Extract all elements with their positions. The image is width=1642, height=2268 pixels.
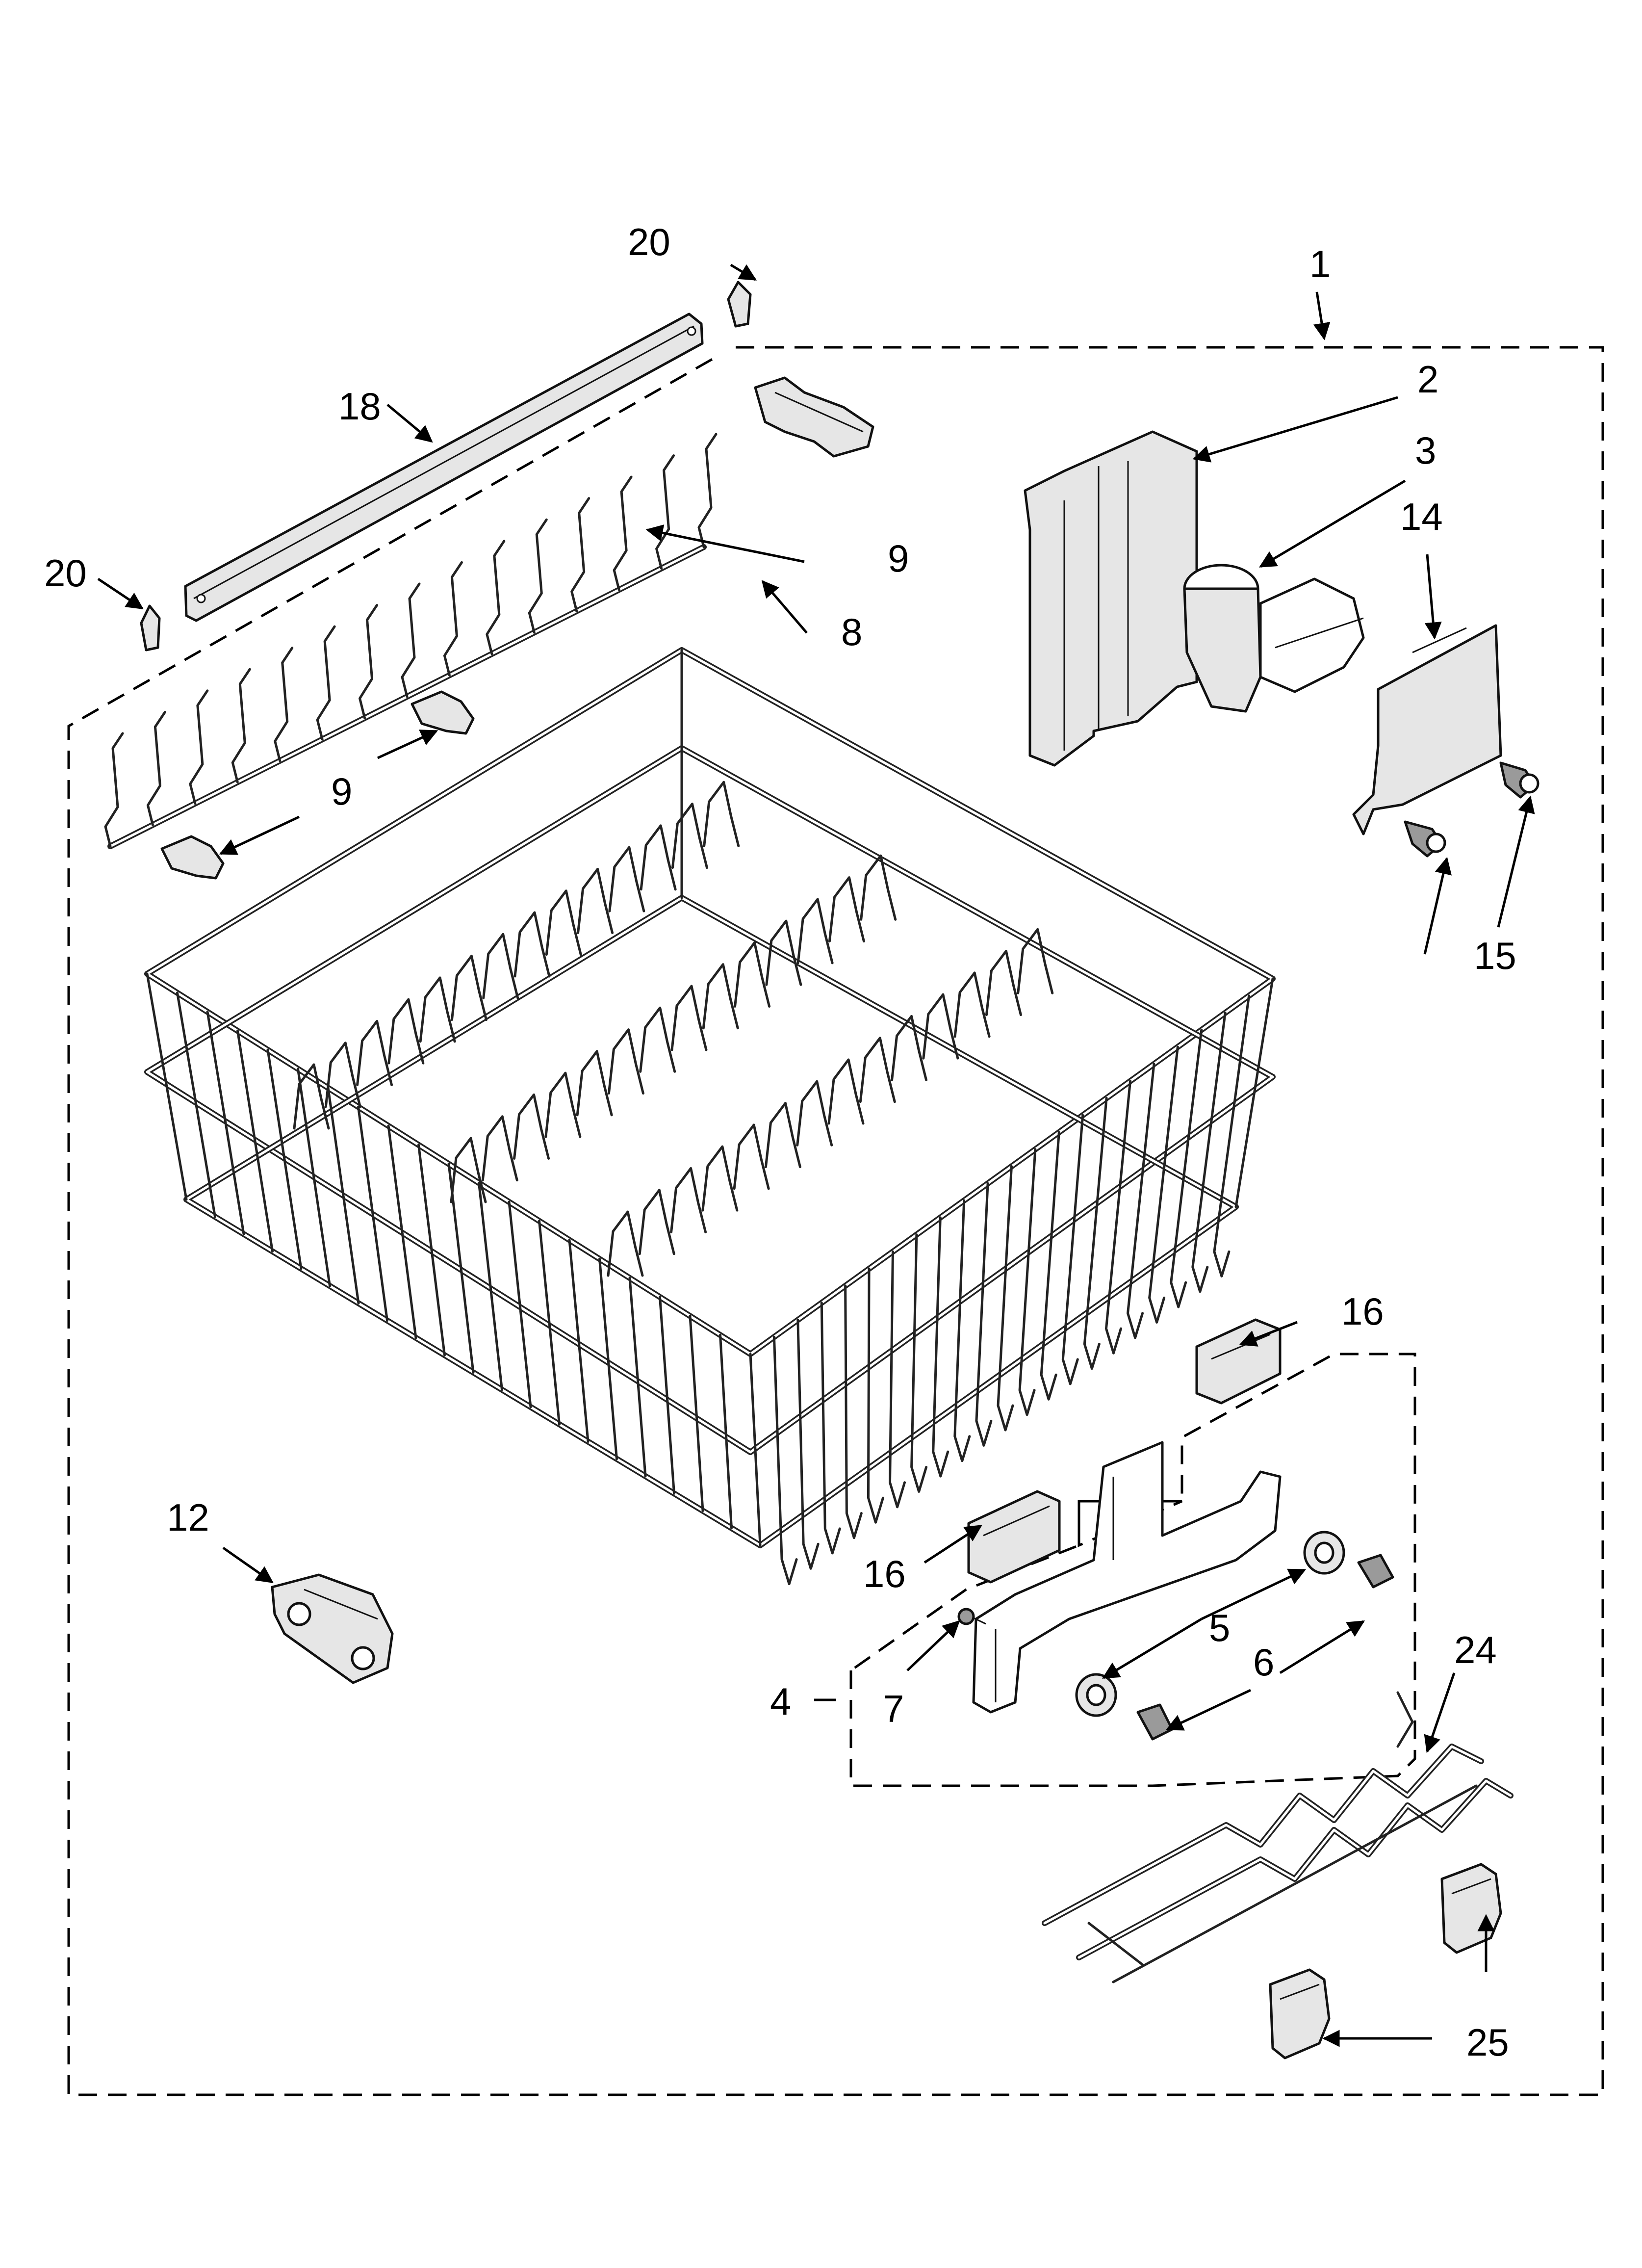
- tine-clip-part-9-left: [160, 690, 475, 880]
- wheel-bracket-part-12: [271, 1573, 394, 1684]
- screw-part-15-lower: [1404, 820, 1446, 858]
- upper-rack-basket: [144, 647, 1276, 1586]
- axle-part-6-lower: [1136, 1703, 1174, 1741]
- callout-1: 1: [1309, 242, 1331, 286]
- callout-18: 18: [338, 385, 381, 428]
- adjuster-cover-part-14: [1352, 624, 1502, 835]
- callout-5: 5: [1209, 1606, 1230, 1649]
- callout-16-lower: 16: [863, 1552, 906, 1595]
- clip-part-25-lower: [1269, 1968, 1331, 2059]
- end-cap-part-20-left: [140, 604, 161, 652]
- callout-16-upper: 16: [1341, 1290, 1384, 1333]
- adjuster-housing-part-2: [1024, 430, 1198, 767]
- callout-25: 25: [1466, 2021, 1509, 2064]
- wheel-part-5-lower: [1075, 1673, 1117, 1717]
- callout-14: 14: [1400, 495, 1443, 538]
- callout-labels: 1 2 3 4 5 6 7 8 9 9 12 14 15 16 16 18 20…: [44, 220, 1516, 2064]
- end-cap-part-20-top: [727, 281, 752, 328]
- leader-lines: [97, 263, 1535, 2047]
- adjuster-lever-part-3: [1183, 564, 1365, 713]
- slide-part-16-lower: [967, 1490, 1061, 1584]
- assembly-1-boundary: [67, 346, 1604, 2096]
- callout-15: 15: [1474, 934, 1516, 977]
- screw-part-7: [957, 1608, 986, 1625]
- callout-8: 8: [841, 610, 862, 653]
- callout-6: 6: [1253, 1641, 1274, 1684]
- slide-part-16-upper: [1195, 1318, 1282, 1405]
- callout-20-left: 20: [44, 551, 87, 595]
- callout-24: 24: [1454, 1628, 1497, 1671]
- screw-part-15-upper: [1499, 761, 1539, 799]
- tine-clip-part-9-top: [754, 376, 874, 458]
- callout-9-left: 9: [331, 770, 352, 813]
- callout-4: 4: [770, 1680, 791, 1723]
- callout-9-top: 9: [888, 537, 909, 580]
- tine-row-part-8: [104, 433, 718, 849]
- axle-part-6-upper: [1357, 1554, 1394, 1589]
- tine-rack-part-24: [1042, 1691, 1514, 1983]
- wheel-part-5-upper: [1303, 1531, 1345, 1575]
- rack-rail-part-18: [184, 313, 704, 622]
- callout-3: 3: [1415, 429, 1436, 472]
- clip-part-25-upper: [1440, 1863, 1502, 1954]
- adjuster-frame-part-4: [972, 1441, 1282, 1714]
- callout-20-top: 20: [628, 220, 670, 263]
- callout-2: 2: [1417, 358, 1438, 401]
- callout-7: 7: [883, 1687, 904, 1730]
- callout-12: 12: [167, 1496, 209, 1539]
